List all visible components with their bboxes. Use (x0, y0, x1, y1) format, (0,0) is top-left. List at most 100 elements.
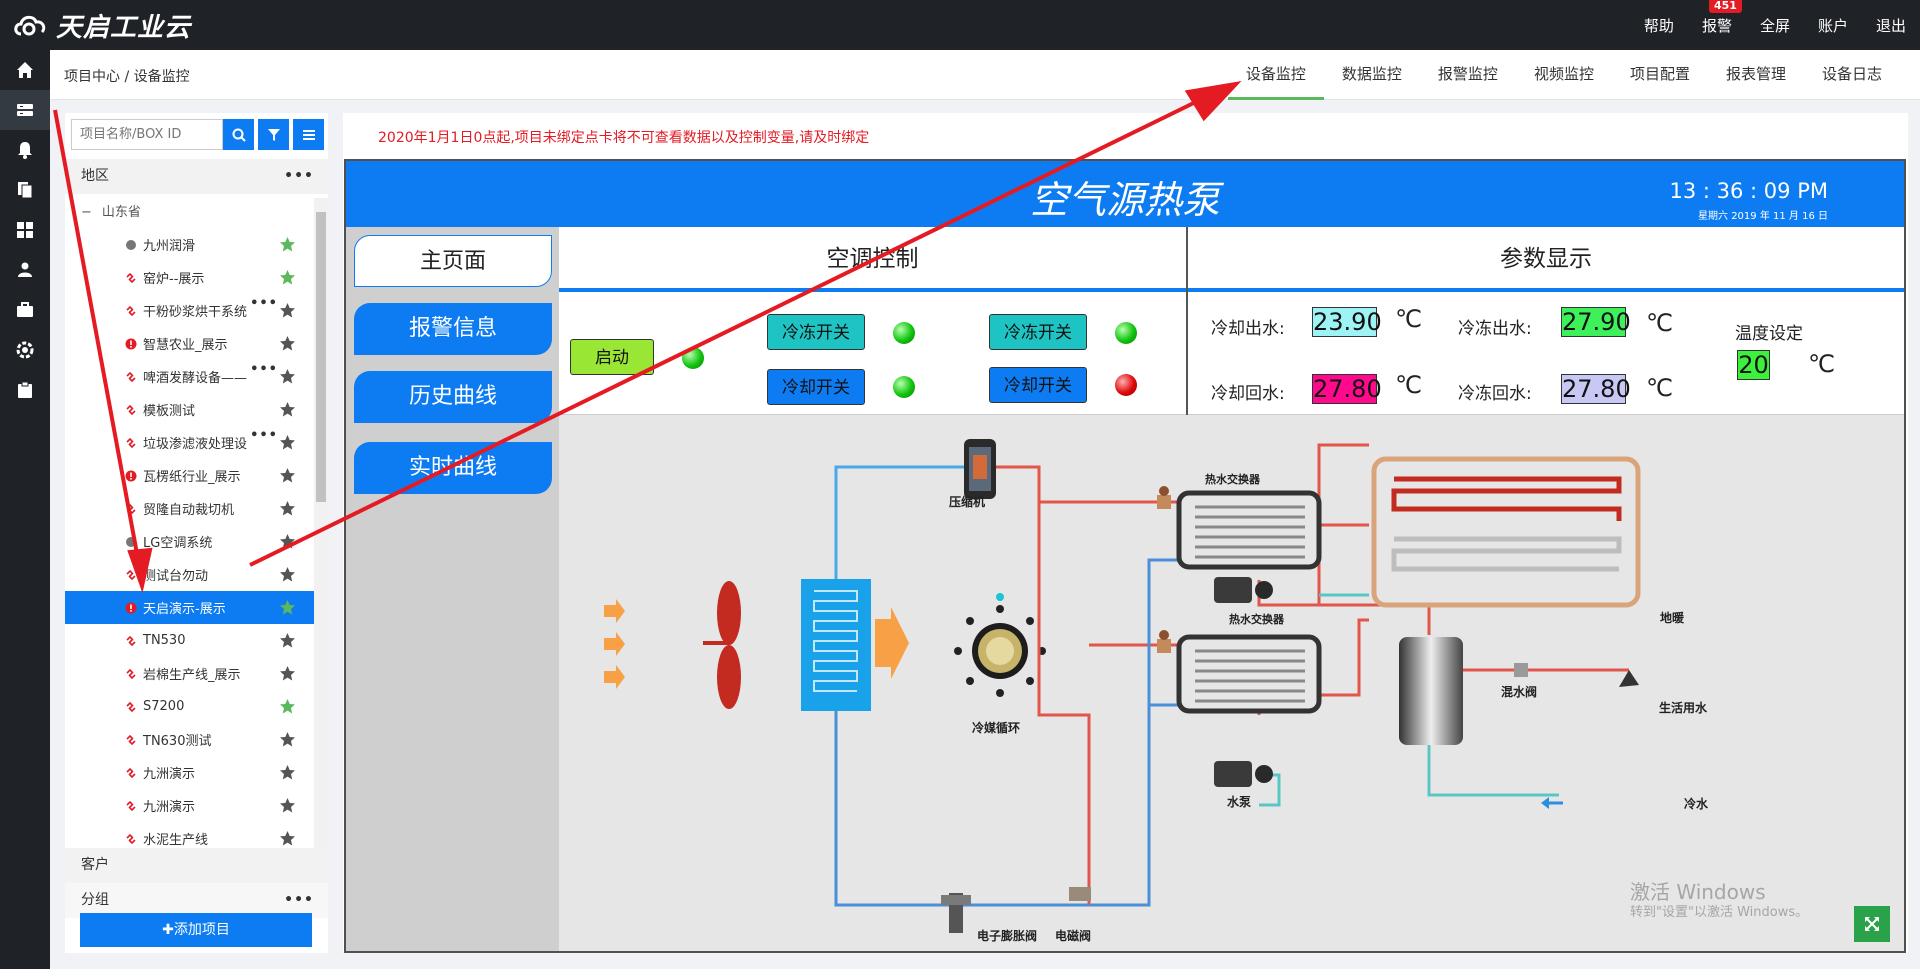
favorite-star-icon[interactable] (279, 236, 296, 257)
favorite-star-icon[interactable] (279, 764, 296, 785)
tab-3[interactable]: 视频监控 (1533, 65, 1594, 83)
favorite-star-icon[interactable] (279, 401, 296, 422)
project-item[interactable]: 九洲演示 (65, 756, 328, 789)
home-icon[interactable] (0, 50, 50, 90)
scrollbar-thumb[interactable] (316, 212, 326, 502)
favorite-star-icon[interactable] (279, 335, 296, 356)
group-more-icon[interactable]: ••• (284, 892, 314, 908)
freeze-switch-1[interactable]: 冷冻开关 (767, 314, 865, 350)
project-item[interactable]: S7200 (65, 690, 328, 723)
settings-icon[interactable] (0, 330, 50, 370)
favorite-star-icon[interactable] (279, 533, 296, 554)
favorite-star-icon[interactable] (279, 302, 296, 323)
region-more-icon[interactable]: ••• (284, 168, 314, 184)
favorite-star-icon[interactable] (279, 434, 296, 455)
project-item[interactable]: 啤酒发酵设备——••• (65, 360, 328, 393)
project-item[interactable]: 模板测试 (65, 393, 328, 426)
logout-link[interactable]: 退出 (1875, 16, 1906, 35)
app-logo[interactable]: 天启工业云 (12, 6, 191, 44)
project-item-label: TN530 (143, 633, 186, 648)
province-node[interactable]: −山东省 (65, 198, 328, 228)
clipboard-icon[interactable] (0, 370, 50, 410)
project-item[interactable]: 九洲演示 (65, 789, 328, 822)
project-item[interactable]: 垃圾渗滤液处理设••• (65, 426, 328, 459)
tab-2[interactable]: 报警监控 (1437, 65, 1498, 83)
cool-ret-label: 冷却回水: (1211, 384, 1285, 404)
briefcase-icon[interactable] (0, 290, 50, 330)
tab-6[interactable]: 设备日志 (1821, 65, 1882, 83)
project-item[interactable]: 水泥生产线 (65, 822, 328, 848)
cool-switch-2[interactable]: 冷却开关 (989, 367, 1087, 403)
bell-icon[interactable] (0, 130, 50, 170)
menu-alarm-info[interactable]: 报警信息 (354, 303, 552, 355)
grid-icon[interactable] (0, 210, 50, 250)
more-icon[interactable]: ••• (250, 428, 278, 443)
add-project-button[interactable]: ✚添加项目 (80, 913, 312, 947)
mix-valve-icon (1514, 663, 1528, 677)
more-icon[interactable]: ••• (250, 296, 278, 311)
favorite-star-icon[interactable] (279, 830, 296, 848)
tree-scrollbar[interactable] (314, 198, 328, 848)
label-compressor: 压缩机 (949, 495, 986, 509)
link-status-icon (125, 668, 137, 680)
tab-1[interactable]: 数据监控 (1341, 65, 1402, 83)
menu-realtime-curve[interactable]: 实时曲线 (354, 442, 552, 494)
menu-main-page[interactable]: 主页面 (354, 235, 552, 287)
project-item[interactable]: 瓦楞纸行业_展示 (65, 459, 328, 492)
tab-0[interactable]: 设备监控 (1227, 50, 1324, 100)
project-item[interactable]: 智慧农业_展示 (65, 327, 328, 360)
users-icon[interactable] (0, 250, 50, 290)
temp-set-input[interactable]: 20 (1737, 350, 1770, 380)
favorite-star-icon[interactable] (279, 698, 296, 719)
link-status-icon (125, 701, 137, 713)
project-item[interactable]: 岩棉生产线_展示 (65, 657, 328, 690)
favorite-star-icon[interactable] (279, 566, 296, 587)
collapse-icon[interactable]: − (81, 205, 92, 220)
favorite-star-icon[interactable] (279, 731, 296, 752)
project-item[interactable]: 贸隆自动裁切机 (65, 492, 328, 525)
favorite-star-icon[interactable] (279, 632, 296, 653)
project-item[interactable]: 天启演示-展示 (65, 591, 328, 624)
group-section-header[interactable]: 分组 ••• (65, 883, 328, 918)
project-item[interactable]: 干粉砂浆烘干系统••• (65, 294, 328, 327)
link-status-icon (125, 503, 137, 515)
favorite-star-icon[interactable] (279, 797, 296, 818)
favorite-star-icon[interactable] (279, 599, 296, 620)
search-button[interactable] (223, 119, 254, 150)
project-item[interactable]: LG空调系统 (65, 525, 328, 558)
tab-4[interactable]: 项目配置 (1629, 65, 1690, 83)
breadcrumb[interactable]: 项目中心 / 设备监控 (64, 69, 190, 85)
favorite-star-icon[interactable] (279, 665, 296, 686)
account-link[interactable]: 账户 (1817, 16, 1848, 35)
search-input[interactable] (71, 119, 223, 150)
start-button[interactable]: 启动 (570, 339, 654, 375)
favorite-star-icon[interactable] (279, 500, 296, 521)
offline-status-icon (125, 239, 137, 251)
tab-5[interactable]: 报表管理 (1725, 65, 1786, 83)
more-icon[interactable]: ••• (250, 362, 278, 377)
fullscreen-button[interactable] (1854, 906, 1890, 942)
favorite-star-icon[interactable] (279, 368, 296, 389)
project-item[interactable]: 九州润滑 (65, 228, 328, 261)
menu-history-curve[interactable]: 历史曲线 (354, 371, 552, 423)
windows-watermark-title: 激活 Windows (1630, 880, 1766, 904)
project-item[interactable]: TN630测试 (65, 723, 328, 756)
favorite-star-icon[interactable] (279, 467, 296, 488)
customer-section-header[interactable]: 客户 (65, 848, 328, 883)
filter-button[interactable] (258, 119, 289, 150)
alarm-link[interactable]: 报警 451 (1702, 0, 1742, 36)
documents-icon[interactable] (0, 170, 50, 210)
project-item[interactable]: TN530 (65, 624, 328, 657)
temp-set-label: 温度设定 (1735, 324, 1803, 344)
monitor-icon[interactable] (0, 90, 50, 130)
freeze-switch-2[interactable]: 冷冻开关 (989, 314, 1087, 350)
project-item[interactable]: 窑炉--展示 (65, 261, 328, 294)
help-link[interactable]: 帮助 (1643, 16, 1674, 35)
list-button[interactable] (293, 119, 324, 150)
favorite-star-icon[interactable] (279, 269, 296, 290)
project-item[interactable]: 测试台勿动 (65, 558, 328, 591)
region-section-header[interactable]: 地区 ••• (65, 159, 328, 194)
link-status-icon (125, 272, 137, 284)
cool-switch-1[interactable]: 冷却开关 (767, 369, 865, 405)
fullscreen-link[interactable]: 全屏 (1759, 16, 1790, 35)
